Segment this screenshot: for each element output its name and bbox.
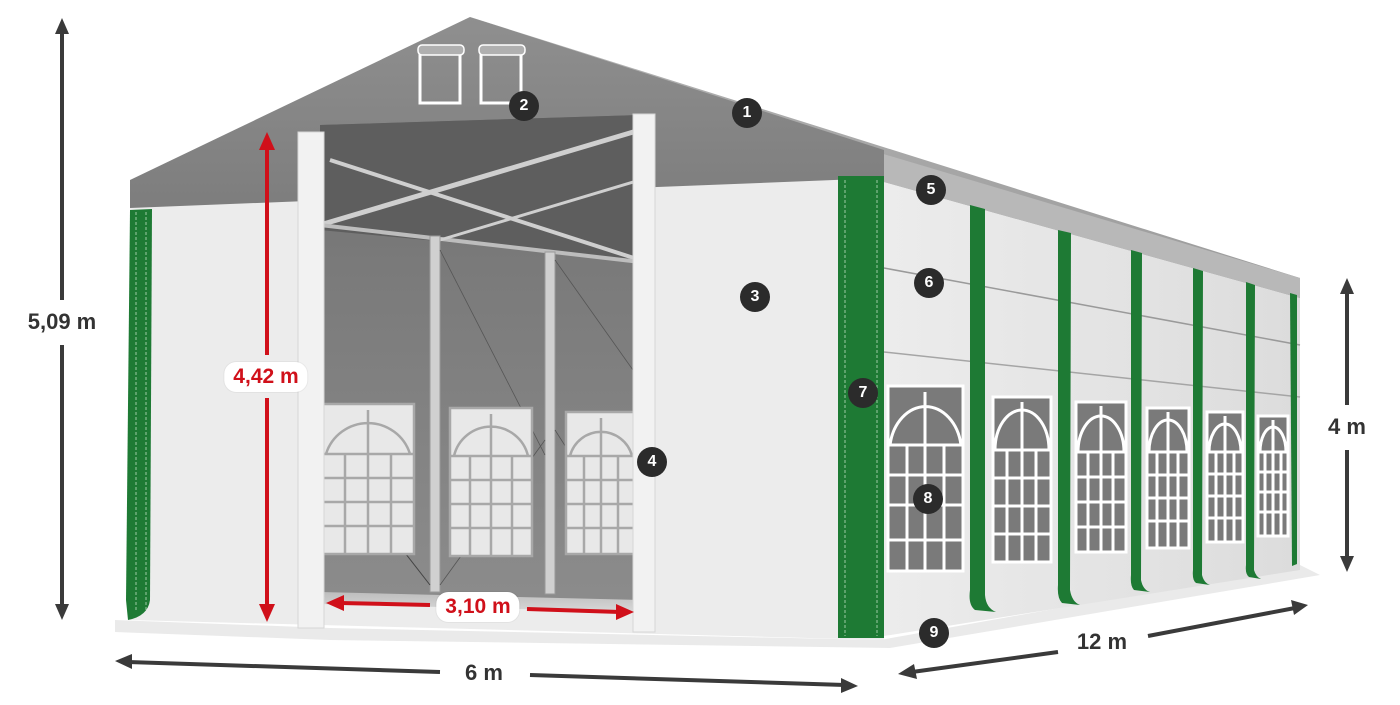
side-windows <box>886 384 1290 573</box>
interior-windows <box>320 402 638 558</box>
marker-8-window: 8 <box>913 484 943 514</box>
dimension-total-height <box>55 18 69 620</box>
marker-4-door: 4 <box>637 447 667 477</box>
side-height-label: 4 m <box>1318 412 1376 442</box>
marker-9-base: 9 <box>919 618 949 648</box>
side-roof <box>470 17 1300 298</box>
door-height-label: 4,42 m <box>224 362 308 392</box>
marker-5-eave: 5 <box>916 175 946 205</box>
dimension-door-height <box>259 132 275 622</box>
door-flaps <box>297 113 656 633</box>
marker-6-side-panel: 6 <box>914 268 944 298</box>
marker-1-roof: 1 <box>732 98 762 128</box>
roof-vents <box>417 44 526 105</box>
total-height-label: 5,09 m <box>17 307 107 337</box>
dimension-door-width <box>326 595 634 620</box>
marker-3-front-wall: 3 <box>740 282 770 312</box>
dimension-width <box>115 654 858 693</box>
dimension-length <box>898 600 1308 679</box>
width-label: 6 m <box>455 658 513 688</box>
marker-2-roof-vent: 2 <box>509 91 539 121</box>
door-width-label: 3,10 m <box>436 592 520 622</box>
strap-stitching <box>135 180 878 636</box>
ground-shadow <box>115 565 1320 648</box>
marker-7-green-strap: 7 <box>848 378 878 408</box>
length-label: 12 m <box>1066 627 1138 657</box>
dimension-side-height <box>1340 278 1354 572</box>
